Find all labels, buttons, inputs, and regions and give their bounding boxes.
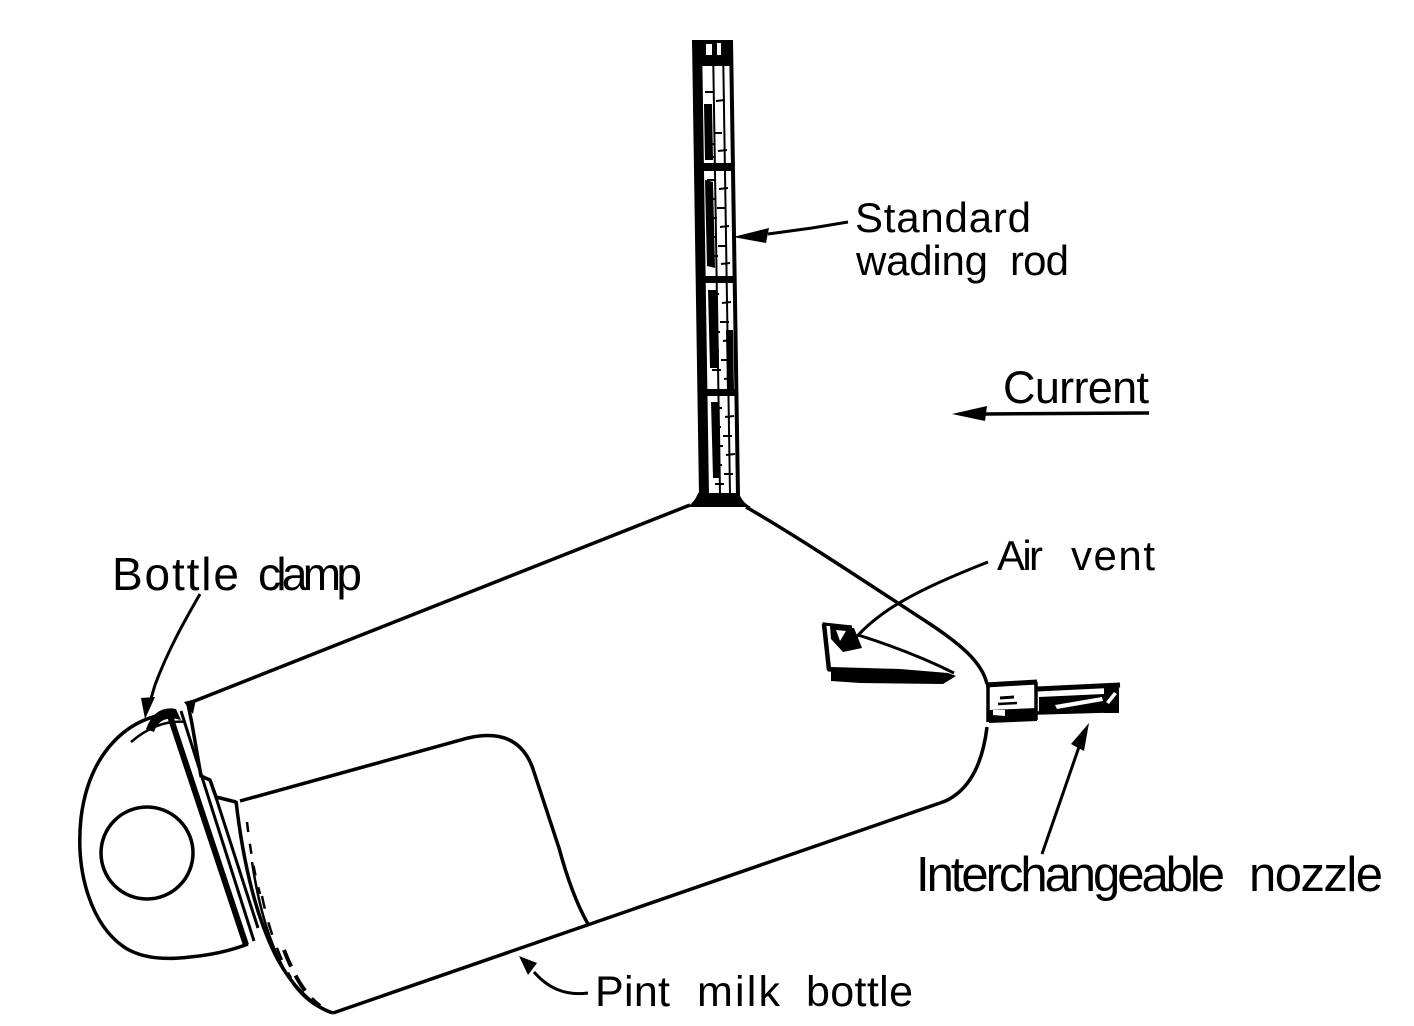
svg-text:nozzle: nozzle [1249,848,1383,902]
svg-text:rod: rod [1010,237,1069,284]
svg-text:Air: Air [997,532,1043,579]
svg-text:wading: wading [855,237,988,284]
svg-text:bottle: bottle [806,968,913,1016]
svg-text:Standard: Standard [855,194,1031,241]
svg-text:Interchangeable: Interchangeable [916,848,1225,902]
svg-text:vent: vent [1071,532,1155,579]
svg-text:clamp: clamp [258,548,362,600]
svg-text:Current: Current [1003,362,1149,413]
svg-text:milk: milk [697,968,781,1016]
svg-text:Bottle: Bottle [112,548,239,600]
svg-text:Pint: Pint [595,968,670,1016]
